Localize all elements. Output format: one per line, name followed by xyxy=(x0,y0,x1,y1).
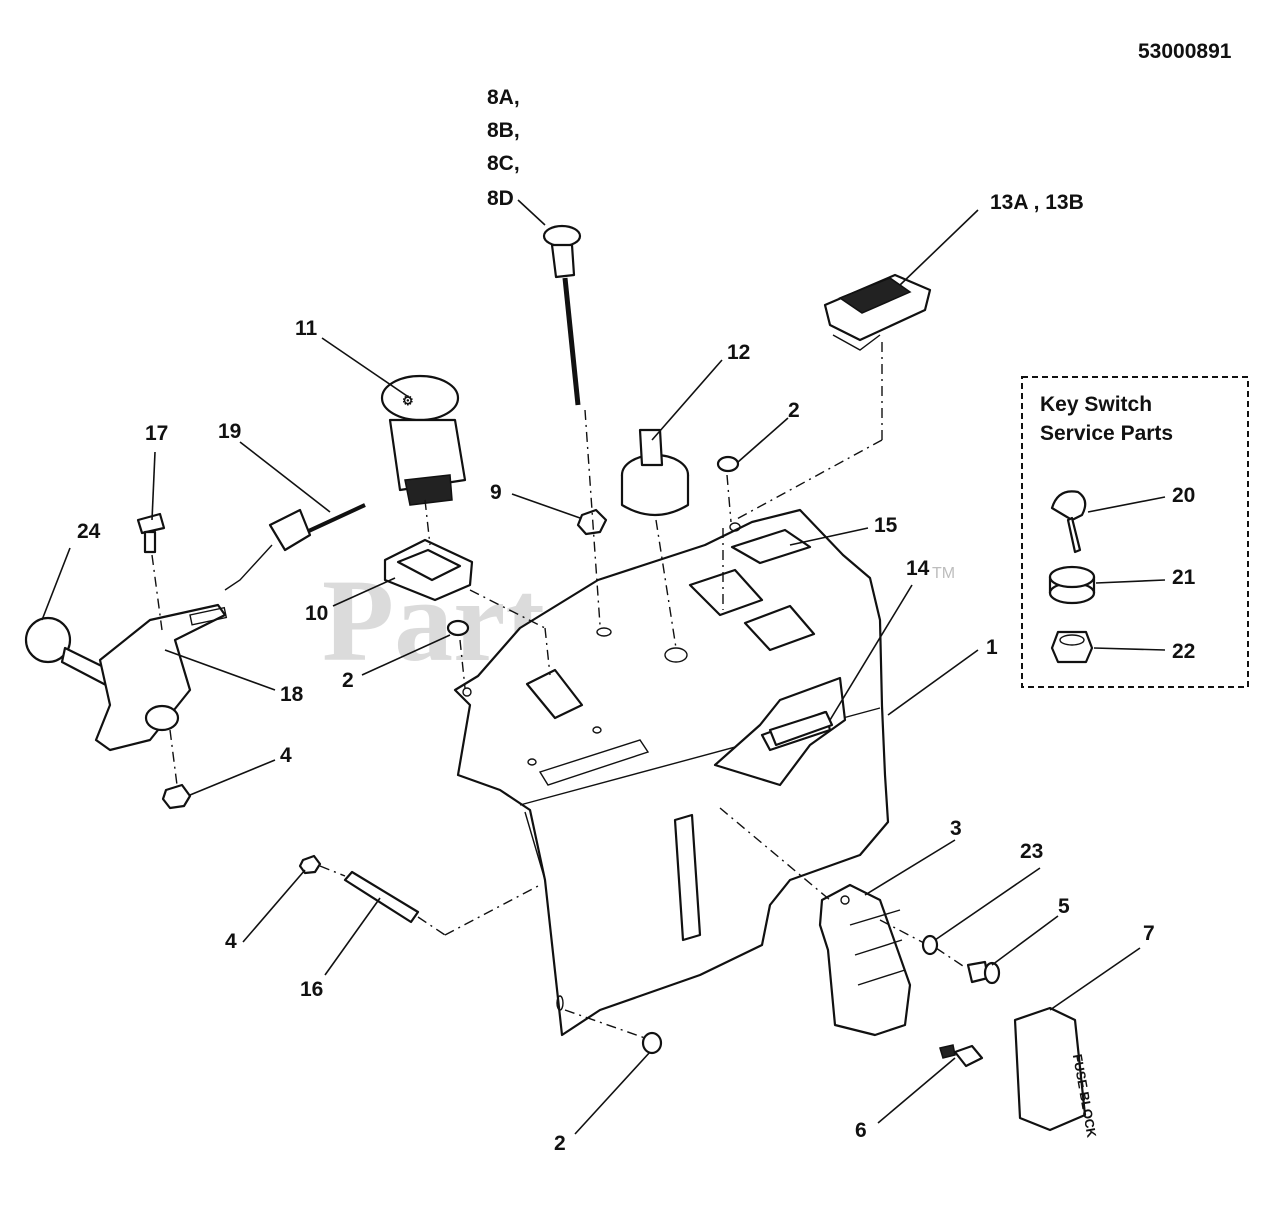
leader-lines xyxy=(41,199,1141,1135)
part-4-nut-left xyxy=(161,783,192,810)
service-parts-box: Key Switch Service Parts xyxy=(1021,376,1249,688)
callout-5: 5 xyxy=(1058,895,1070,918)
part-23-washer xyxy=(921,934,939,956)
callout-22: 22 xyxy=(1172,640,1195,663)
callout-4-left: 4 xyxy=(280,744,292,767)
part-2-screw-top xyxy=(716,455,740,473)
callout-15: 15 xyxy=(874,514,898,537)
service-box-title-line1: Key Switch xyxy=(1040,393,1152,416)
part-15-cover xyxy=(730,528,812,565)
callout-1: 1 xyxy=(986,636,998,659)
callout-12: 12 xyxy=(727,341,750,364)
part-6-fuse xyxy=(939,1044,984,1068)
callout-17: 17 xyxy=(145,422,168,445)
part-17-bolt xyxy=(136,512,166,554)
callout-8b: 8B, xyxy=(487,119,520,142)
part-9-nut xyxy=(576,508,608,536)
part-2-screw-mid xyxy=(446,619,470,637)
part-24-throttle-lever xyxy=(24,603,228,752)
part-2-screw-bottom xyxy=(641,1031,663,1055)
part-14-lens xyxy=(768,710,834,747)
part-8-choke-cable xyxy=(542,224,582,406)
callout-16: 16 xyxy=(300,978,323,1001)
callout-8a: 8A, xyxy=(487,86,520,109)
part-5-screw xyxy=(966,960,1001,985)
callout-4-lower: 4 xyxy=(225,930,237,953)
part-12-ignition xyxy=(620,428,690,516)
callout-19: 19 xyxy=(218,420,241,443)
part-11-pto-switch: ⚙ xyxy=(380,374,467,506)
callout-10: 10 xyxy=(305,602,328,625)
callout-3: 3 xyxy=(950,817,962,840)
svg-text:⚙: ⚙ xyxy=(402,393,414,408)
callout-14: 14 xyxy=(906,557,930,580)
callout-7: 7 xyxy=(1143,922,1155,945)
assembly-lines xyxy=(151,342,967,1039)
part-19-cable xyxy=(224,503,366,591)
part-13-switch xyxy=(823,273,932,351)
callout-8d: 8D xyxy=(487,187,514,210)
callout-2-mid: 2 xyxy=(342,669,354,692)
callout-9: 9 xyxy=(490,481,502,504)
callout-18: 18 xyxy=(280,683,304,706)
callout-20: 20 xyxy=(1172,484,1195,507)
part-16-pin xyxy=(343,870,420,924)
callout-labels: 8A, 8B, 8C, 8D 13A , 13B 11 12 2 9 15 17… xyxy=(77,86,1196,1155)
dash-panel xyxy=(453,508,890,1037)
callout-24: 24 xyxy=(77,520,101,543)
part-4-nut-lower xyxy=(298,854,322,875)
callout-23: 23 xyxy=(1020,840,1043,863)
watermark-tm: TM xyxy=(932,565,955,582)
part-3-fuse-holder xyxy=(818,883,912,1037)
callout-2-top: 2 xyxy=(788,399,800,422)
part-7-fuse-cover: FUSE BLOCK xyxy=(1013,1006,1099,1139)
callout-11: 11 xyxy=(295,317,318,340)
callout-8c: 8C, xyxy=(487,152,520,175)
part-20-key xyxy=(1050,490,1087,554)
callout-13: 13A , 13B xyxy=(990,191,1084,214)
drawing-number: 53000891 xyxy=(1138,40,1232,63)
part-22-nut xyxy=(1050,630,1094,664)
callout-2-bottom: 2 xyxy=(554,1132,566,1155)
callout-6: 6 xyxy=(855,1119,867,1142)
callout-21: 21 xyxy=(1172,566,1196,589)
service-box-title-line2: Service Parts xyxy=(1040,422,1173,445)
part-21-cap xyxy=(1048,565,1096,605)
